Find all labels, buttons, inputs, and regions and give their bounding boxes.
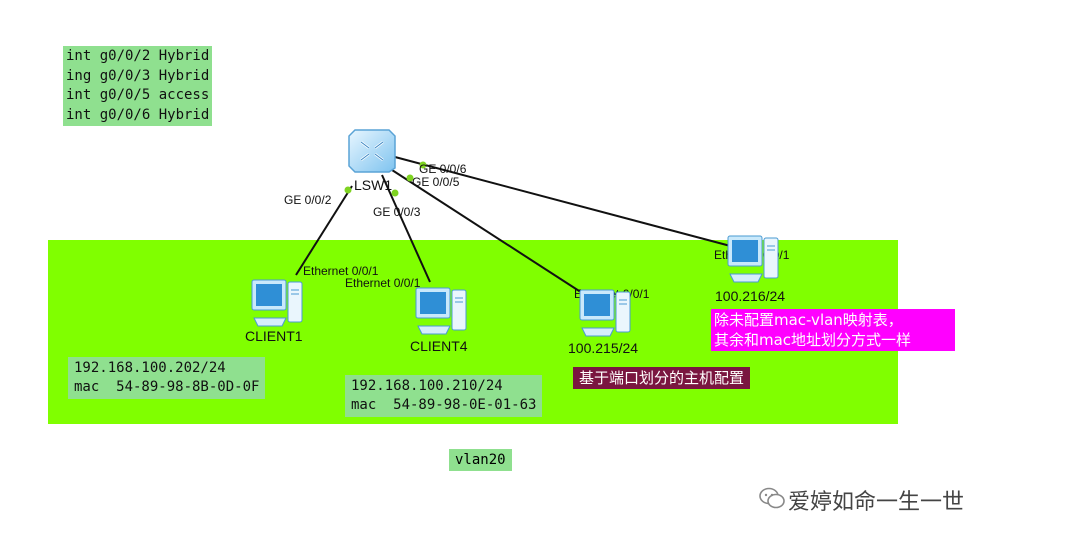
interface-config-box: int g0/0/2 Hybrid ing g0/0/3 Hybrid int … (63, 46, 213, 126)
vlan-label: vlan20 (449, 449, 512, 471)
client4-address-box: 192.168.100.210/24 mac 54-89-98-0E-01-63 (345, 375, 543, 417)
client1-address-box: 192.168.100.202/24 mac 54-89-98-8B-0D-0F (68, 357, 266, 399)
host-name-client4: CLIENT4 (410, 338, 468, 354)
mac-address: mac 54-89-98-8B-0D-0F (74, 379, 260, 395)
switch-icon[interactable] (347, 128, 397, 174)
switch-label: LSW1 (354, 177, 393, 193)
wechat-icon (759, 487, 785, 509)
port-label-ge002: GE 0/0/2 (284, 193, 332, 207)
config-line: int g0/0/5 access (66, 87, 210, 103)
ip-address: 192.168.100.210/24 (351, 378, 503, 394)
mac-vlan-note: 除未配置mac-vlan映射表， 其余和mac地址划分方式一样 (711, 309, 955, 351)
port-label-ge003: GE 0/0/3 (373, 205, 421, 219)
port-label-ge005: GE 0/0/5 (412, 175, 460, 189)
ip-address: 192.168.100.202/24 (74, 360, 226, 376)
link-client1 (295, 185, 353, 276)
watermark-text: 爱婷如命一生一世 (788, 490, 965, 515)
link-client4 (381, 174, 431, 283)
port-dot-ge006 (419, 161, 427, 169)
note-line: 其余和mac地址划分方式一样 (714, 331, 912, 349)
port-dot-ge003 (391, 189, 399, 197)
config-line: int g0/0/2 Hybrid (66, 48, 210, 64)
computer-icon[interactable] (578, 286, 634, 340)
port-dot-ge005 (406, 174, 414, 182)
computer-icon[interactable] (250, 276, 306, 330)
port-dot-ge002 (344, 186, 352, 194)
host-name-client1: CLIENT1 (245, 328, 303, 344)
link-pc3 (391, 169, 591, 299)
eth-label-client1: Ethernet 0/0/1 (303, 264, 379, 278)
mac-address: mac 54-89-98-0E-01-63 (351, 397, 537, 413)
config-line: ing g0/0/3 Hybrid (66, 67, 210, 84)
config-line: int g0/0/6 Hybrid (66, 106, 210, 123)
host-ip-pc3: 100.215/24 (568, 340, 639, 356)
computer-icon[interactable] (414, 284, 470, 338)
port-based-note: 基于端口划分的主机配置 (573, 367, 751, 389)
link-pc4 (394, 156, 739, 249)
eth-label-client4: Ethernet 0/0/1 (345, 276, 421, 290)
port-label-ge006: GE 0/0/6 (419, 162, 467, 176)
computer-icon[interactable] (726, 232, 782, 286)
note-line: 除未配置mac-vlan映射表， (714, 311, 903, 329)
host-ip-pc4: 100.216/24 (715, 288, 786, 304)
